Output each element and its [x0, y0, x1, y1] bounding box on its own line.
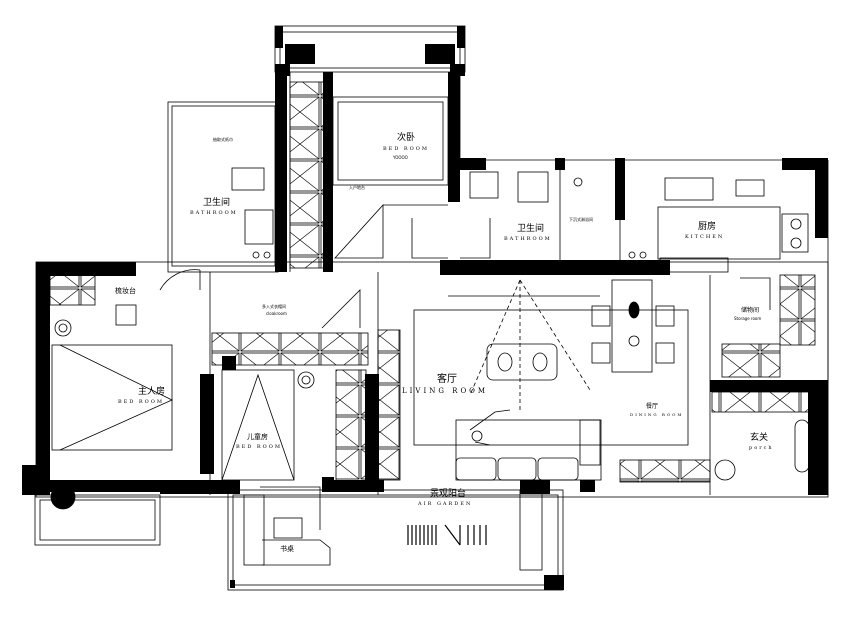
master-bath-label: 卫生间: [203, 198, 231, 208]
porch-label-en: porch: [749, 445, 774, 451]
walls: [22, 26, 828, 590]
garden-label: 景观阳台: [430, 489, 467, 499]
second-bedroom-label-en: BED ROOM: [383, 146, 430, 152]
porch-label: 玄关: [750, 433, 769, 443]
public-bath-label-en: BATHROOM: [504, 236, 552, 242]
kitchen-label-en: KITCHEN: [685, 234, 725, 240]
doors: [159, 218, 771, 530]
kids-room-label-en: BED ROOM: [236, 444, 283, 450]
master-bath-note: 抽取式纸巾: [213, 137, 233, 142]
cloakroom-label-en: cloakroom: [266, 311, 287, 316]
second-bedroom-label: 次卧: [397, 133, 416, 143]
furniture: [50, 96, 810, 566]
second-bedroom-sub: 入户地台: [349, 185, 365, 190]
living-room-label: 客厅: [437, 374, 457, 385]
master-bedroom-label: 主人房: [138, 387, 166, 397]
wardrobes: [49, 81, 816, 571]
kids-room-label: 儿童房: [247, 433, 268, 441]
second-bedroom-note: YOOOO: [393, 155, 408, 160]
living-room-label-en: LIVING ROOM: [402, 387, 489, 395]
master-bedroom-label-en: BED ROOM: [118, 399, 165, 405]
dressing-table-label: 梳妆台: [115, 287, 136, 295]
public-bath-label: 卫生间: [517, 224, 545, 234]
desk-label: 书桌: [280, 545, 294, 553]
storage-room-label: 储物间: [741, 307, 760, 314]
cloakroom-label: 多入式衣帽间: [262, 304, 286, 309]
public-bath-note: 下沉式淋浴间: [569, 217, 593, 222]
dining-room-label: 餐厅: [646, 403, 659, 410]
garden-label-en: AIR GARDEN: [418, 501, 473, 507]
storage-room-label-en: Storage room: [734, 316, 762, 321]
kitchen-label: 厨房: [698, 222, 717, 232]
master-bath-label-en: BATHROOM: [190, 210, 238, 216]
dining-room-label-en: DINING ROOM: [630, 412, 684, 417]
